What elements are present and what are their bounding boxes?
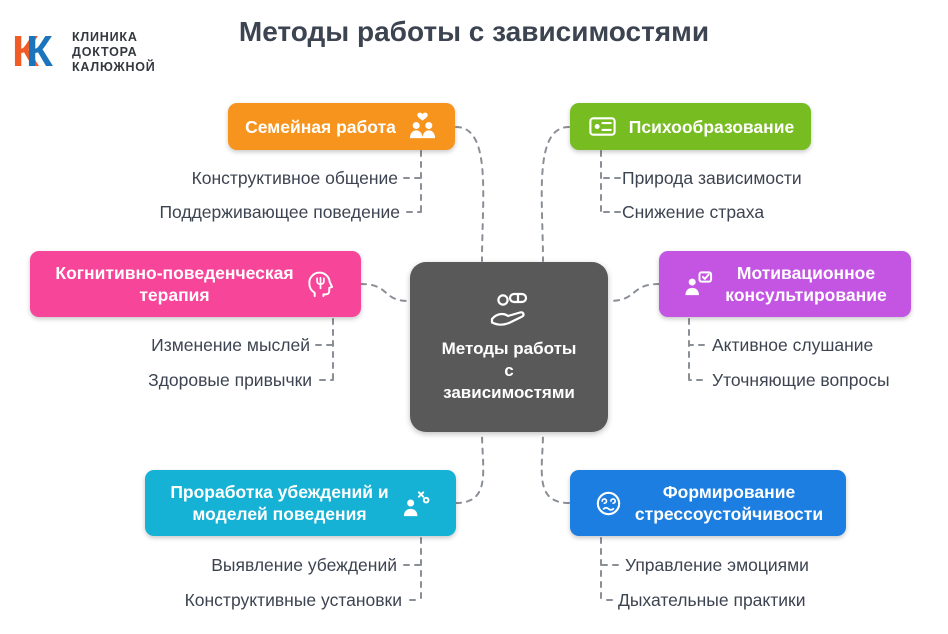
connector-psycho-center: [540, 126, 570, 262]
branch-beliefs-work: Проработка убеждений и моделей поведения: [145, 470, 456, 536]
connector-cbt-items: [315, 318, 334, 381]
branch-psychoeducation: Психообразование: [570, 103, 811, 150]
connector-beliefs-items: [403, 537, 422, 601]
clinic-logo-text: КЛИНИКА ДОКТОРА КАЛЮЖНОЙ: [72, 30, 156, 75]
branch-stress-resilience: Формирование стрессоустойчивости: [570, 470, 846, 536]
branch-psychoeducation-label: Психообразование: [628, 116, 795, 137]
family-heart-icon: [407, 111, 438, 142]
page-title: Методы работы с зависимостями: [238, 16, 710, 47]
psi-head-icon: [305, 269, 336, 300]
subitem-emotion-management: Управление эмоциями: [625, 555, 809, 575]
subitem-active-listening: Активное слушание: [712, 335, 874, 355]
central-node: Методы работы с зависимостями: [410, 262, 608, 432]
clinic-logo-mark-icon: К К: [12, 28, 64, 76]
connector-stress-center: [540, 432, 570, 504]
branch-motivational-counseling: Мотивационное консультирование: [659, 251, 911, 317]
subitem-fear-reduction: Снижение страха: [622, 202, 765, 222]
connector-family-center: [455, 126, 485, 262]
subitem-healthy-habits: Здоровые привычки: [148, 370, 312, 390]
connector-family-items: [403, 150, 422, 213]
connector-stress-items: [600, 537, 619, 601]
connector-psycho-items: [600, 150, 621, 213]
subitem-supportive-behavior: Поддерживающее поведение: [159, 202, 400, 222]
connector-motivation-center: [608, 283, 660, 302]
logo-line-2: ДОКТОРА: [72, 44, 138, 59]
branch-cbt-label: Когнитивно-поведенческая терапия: [55, 263, 294, 305]
branch-cbt-therapy: Когнитивно-поведенческая терапия: [30, 251, 361, 317]
education-board-icon: [587, 111, 618, 142]
connector-beliefs-center: [455, 432, 485, 504]
beliefs-person-icon: [400, 488, 431, 519]
subitem-constructive-attitudes: Конструктивные установки: [184, 590, 402, 610]
subitem-thought-change: Изменение мыслей: [151, 335, 310, 355]
subitem-clarifying-questions: Уточняющие вопросы: [712, 370, 890, 390]
branch-beliefs-label: Проработка убеждений и моделей поведения: [170, 482, 389, 524]
subitem-nature-of-addiction: Природа зависимости: [622, 168, 802, 188]
subitem-identifying-beliefs: Выявление убеждений: [211, 555, 397, 575]
branch-stress-label: Формирование стрессоустойчивости: [634, 482, 824, 524]
subitem-breathing-practices: Дыхательные практики: [618, 590, 806, 610]
counseling-chat-icon: [683, 269, 714, 300]
connector-motivation-items: [688, 318, 705, 381]
stress-face-icon: [593, 488, 624, 519]
logo-k-blue: К: [26, 27, 53, 76]
logo-line-1: КЛИНИКА: [72, 29, 138, 44]
connector-cbt-center: [360, 283, 410, 302]
subitem-constructive-communication: Конструктивное общение: [191, 168, 398, 188]
branch-family-label: Семейная работа: [245, 116, 396, 137]
hand-with-pills-icon: [486, 290, 532, 330]
branch-family-work: Семейная работа: [228, 103, 455, 150]
logo-k-orange: К: [12, 27, 39, 76]
branch-motivational-label: Мотивационное консультирование: [725, 263, 887, 305]
logo-line-3: КАЛЮЖНОЙ: [72, 59, 156, 74]
central-node-label: Методы работы с зависимостями: [441, 339, 577, 402]
clinic-logo: К К КЛИНИКА ДОКТОРА КАЛЮЖНОЙ: [12, 28, 156, 76]
